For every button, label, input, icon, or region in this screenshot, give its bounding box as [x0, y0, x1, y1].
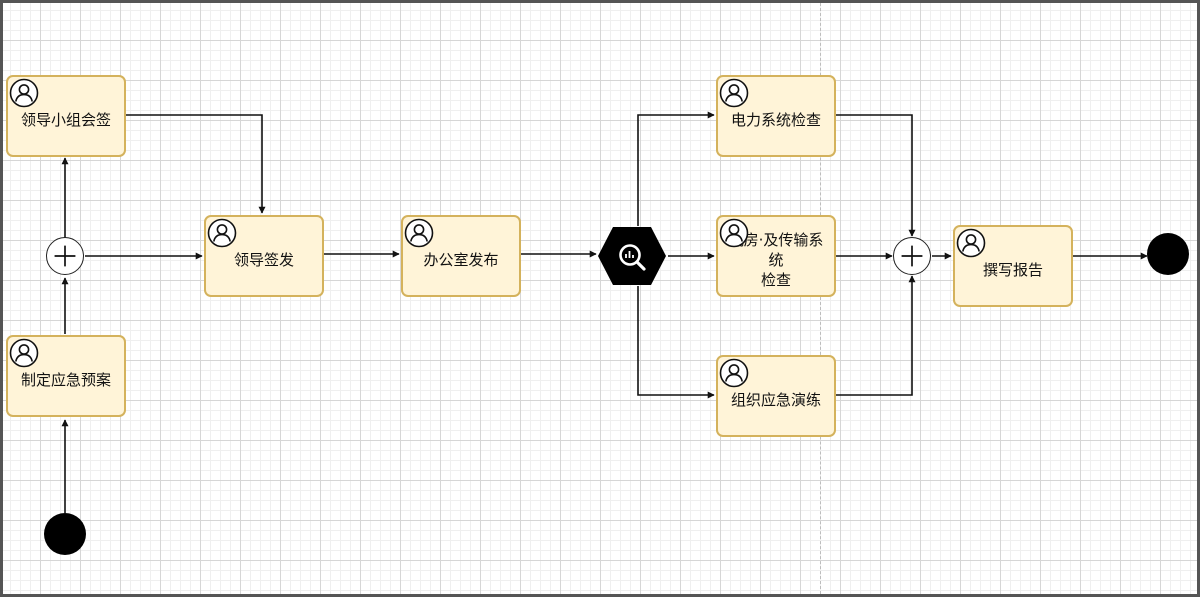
inclusive-gateway-hexagon[interactable]	[597, 226, 667, 286]
task-label: 制定应急预案	[20, 371, 111, 389]
edge-power-check-to-join	[834, 114, 916, 237]
end-event[interactable]	[1147, 233, 1189, 275]
task-organize-drill[interactable]: 组织应急演练	[716, 355, 836, 437]
user-icon	[719, 218, 749, 248]
task-label: 领导签发	[233, 251, 294, 269]
plus-icon	[54, 245, 76, 267]
task-draft-plan[interactable]: 制定应急预案	[6, 335, 126, 417]
start-event[interactable]	[44, 513, 86, 555]
task-office-publish[interactable]: 办公室发布	[401, 215, 521, 297]
task-label: 领导小组会签	[20, 111, 111, 129]
task-label: 组织应急演练	[730, 391, 821, 409]
page-break-line	[820, 3, 821, 594]
task-room-transmission-check[interactable]: 机房·及传输系统 检查	[716, 215, 836, 297]
task-write-report[interactable]: 撰写报告	[953, 225, 1073, 307]
edge-leader-group-to-leader-issue	[125, 114, 266, 214]
user-icon	[404, 218, 434, 248]
edge-hex-to-drill	[637, 286, 715, 399]
search-icon	[619, 244, 646, 271]
user-icon	[719, 358, 749, 388]
task-label: 撰写报告	[982, 261, 1043, 279]
edge-hex-to-power-check	[637, 111, 715, 226]
user-icon	[9, 78, 39, 108]
edge-drill-to-join	[834, 275, 916, 396]
task-leader-group-sign[interactable]: 领导小组会签	[6, 75, 126, 157]
task-label: 机房·及传输系统 检查	[728, 231, 824, 289]
plus-icon	[901, 245, 923, 267]
user-icon	[719, 78, 749, 108]
user-icon	[207, 218, 237, 248]
task-power-check[interactable]: 电力系统检查	[716, 75, 836, 157]
parallel-gateway-join[interactable]	[893, 237, 931, 275]
task-label: 电力系统检查	[730, 111, 821, 129]
user-icon	[9, 338, 39, 368]
user-icon	[956, 228, 986, 258]
task-leader-issue[interactable]: 领导签发	[204, 215, 324, 297]
parallel-gateway-split[interactable]	[46, 237, 84, 275]
task-label: 办公室发布	[423, 251, 499, 269]
